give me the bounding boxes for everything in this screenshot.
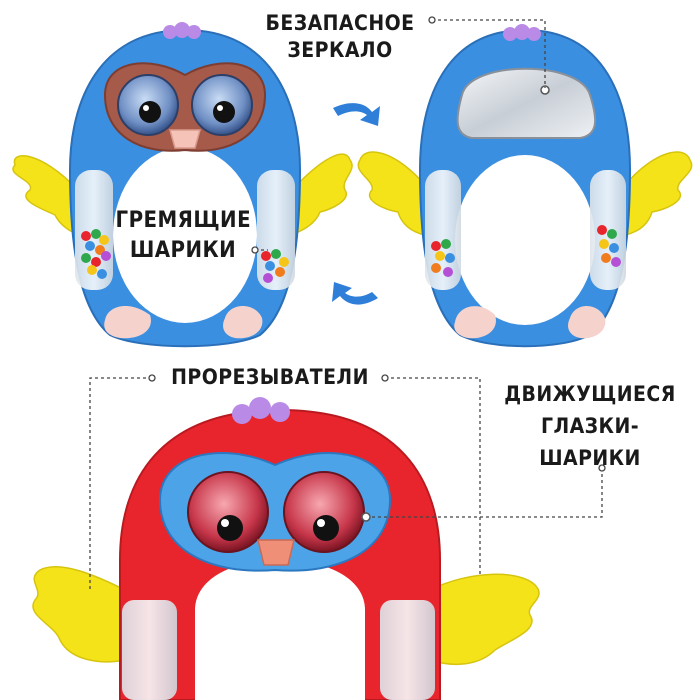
foot-right xyxy=(223,306,263,339)
beak xyxy=(257,539,295,566)
safety-mirror xyxy=(456,67,597,139)
rotate-arrow-left xyxy=(332,282,378,305)
moving-eyes-label-line2: ГЛАЗКИ-ШАРИКИ xyxy=(539,414,641,470)
purple-tuft xyxy=(232,397,290,424)
rotate-arrow-right xyxy=(333,103,380,126)
mirror-label-line1: БЕЗАПАСНОЕ xyxy=(265,11,415,35)
purple-tuft xyxy=(503,24,541,41)
eye-ball-left xyxy=(187,471,269,553)
moving-eyes-label: ДВИЖУЩИЕСЯ ГЛАЗКИ-ШАРИКИ xyxy=(491,378,689,474)
leader-lines xyxy=(89,16,606,590)
toy-red-closeup xyxy=(32,397,540,700)
rattle-label-line2: ШАРИКИ xyxy=(129,238,237,263)
moving-eyes-label-line1: ДВИЖУЩИЕСЯ xyxy=(504,382,676,406)
rattle-label-line1: ГРЕМЯЩИЕ xyxy=(115,208,252,233)
purple-tuft xyxy=(163,22,201,39)
yellow-wing-left xyxy=(357,151,426,236)
toy-back-view xyxy=(357,24,693,348)
rattle-balls-left xyxy=(431,239,455,277)
pointer-dot xyxy=(540,85,550,95)
foot-left xyxy=(454,306,496,339)
teethers-label: ПРОРЕЗЫВАТЕЛИ xyxy=(171,365,369,389)
foot-right xyxy=(568,306,606,339)
foot-left xyxy=(104,305,151,339)
eye-ball-right xyxy=(283,471,365,553)
pointer-dot xyxy=(361,512,371,522)
yellow-wing-right xyxy=(624,151,693,236)
toy-front-view xyxy=(12,22,353,348)
mirror-label: БЕЗАПАСНОЕ ЗЕРКАЛО xyxy=(264,10,417,64)
yellow-wing-right xyxy=(289,153,353,237)
rattle-balls-right xyxy=(597,225,621,267)
beak xyxy=(169,129,201,149)
yellow-wing-left xyxy=(32,566,126,663)
rattle-balls-left xyxy=(81,229,111,279)
rattle-label: ГРЕМЯЩИЕ ШАРИКИ xyxy=(116,206,251,266)
yellow-wing-left xyxy=(12,155,81,237)
mirror-label-line2: ЗЕРКАЛО xyxy=(287,38,393,62)
yellow-wing-right xyxy=(429,573,540,666)
rattle-balls-right xyxy=(261,249,289,283)
